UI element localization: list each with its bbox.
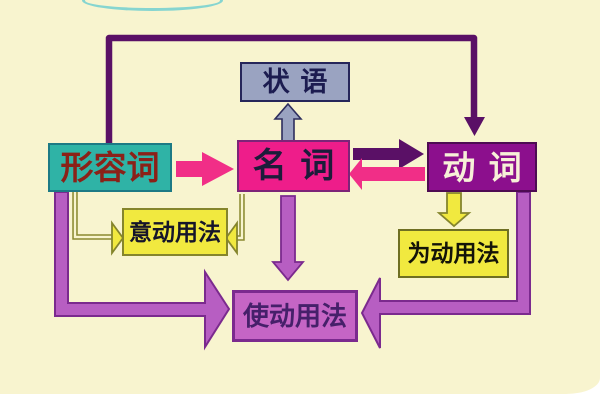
edge-verb-to-shidong-arrow: [360, 191, 531, 349]
node-noun-label: 名词: [252, 147, 348, 185]
edge-noun-to-adverbial-arrow: [273, 102, 303, 142]
node-yidong-usage: 意动用法: [122, 208, 228, 256]
edge-adjective-to-yidong-line: [72, 192, 112, 240]
node-shidong-label: 使动用法: [242, 301, 347, 331]
node-verb-label: 动词: [442, 148, 535, 186]
edge-noun-to-yidong-line-core: [237, 194, 244, 240]
edge-adjective-to-yidong-arrowhead: [111, 220, 125, 256]
edge-noun-to-yidong-arrowhead: [224, 220, 238, 256]
node-adverbial: 状语: [240, 62, 350, 102]
edge-adjective-to-verb-arrowhead: [464, 117, 485, 136]
node-noun: 名词: [237, 140, 350, 192]
edge-noun-to-verb-arrow: [353, 139, 424, 169]
node-weidong-usage: 为动用法: [398, 229, 509, 278]
edge-verb-to-weidong-arrow: [436, 192, 472, 228]
node-shidong-usage: 使动用法: [232, 290, 358, 342]
edge-adjective-to-noun-arrow: [176, 152, 234, 186]
node-adverbial-label: 状语: [262, 66, 339, 97]
node-verb: 动词: [427, 142, 537, 192]
node-weidong-label: 为动用法: [407, 240, 500, 266]
edge-adjective-to-verb-line: [105, 34, 478, 143]
node-yidong-label: 意动用法: [129, 218, 221, 245]
edge-adjective-to-yidong-line-core: [73, 192, 112, 239]
edge-verb-to-noun-arrow: [349, 158, 425, 190]
edge-noun-to-shidong-arrow: [271, 195, 305, 282]
node-adjective: 形容词: [48, 143, 172, 192]
edge-adjective-to-shidong-arrow: [54, 191, 231, 351]
node-adjective-label: 形容词: [60, 149, 160, 186]
